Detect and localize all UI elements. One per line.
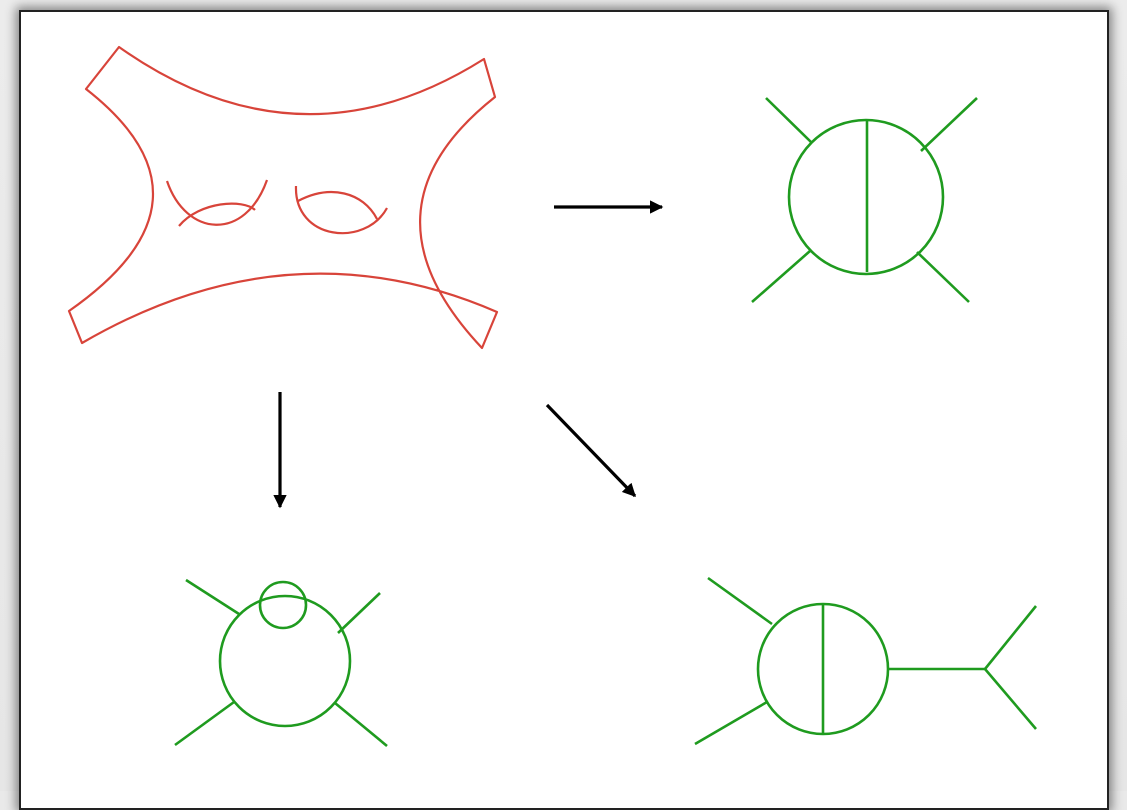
- graph-leg: [334, 701, 388, 748]
- graph-main-circle: [218, 594, 352, 728]
- graph-leg: [984, 668, 1037, 730]
- graph-leg: [983, 605, 1038, 670]
- graph-loop-circle: [787, 118, 945, 276]
- surface-handle-left-outer: [165, 179, 269, 226]
- surface-handle-right-outer: [294, 185, 388, 235]
- arrow-diagonal: [545, 403, 637, 498]
- graph-bottom-right: [694, 576, 1038, 746]
- graph-leg: [920, 97, 978, 152]
- graph-leg: [707, 576, 773, 626]
- graph-leg: [751, 250, 811, 303]
- graph-leg: [174, 700, 235, 747]
- surface-handle-right-inner: [297, 190, 378, 220]
- surface-outline: [67, 45, 499, 350]
- graph-top-right: [751, 97, 978, 303]
- graph-leg: [185, 578, 240, 616]
- degeneration-diagram: [67, 45, 1038, 748]
- graph-leg: [916, 251, 970, 303]
- graph-leg: [694, 700, 768, 746]
- graph-leg: [337, 592, 381, 634]
- graph-leg: [765, 97, 813, 144]
- genus-two-surface: [67, 45, 499, 350]
- graph-small-loop: [258, 580, 308, 630]
- arrows: [273, 200, 664, 509]
- graph-bottom-left: [174, 578, 388, 748]
- surface-handle-left-inner: [178, 202, 256, 227]
